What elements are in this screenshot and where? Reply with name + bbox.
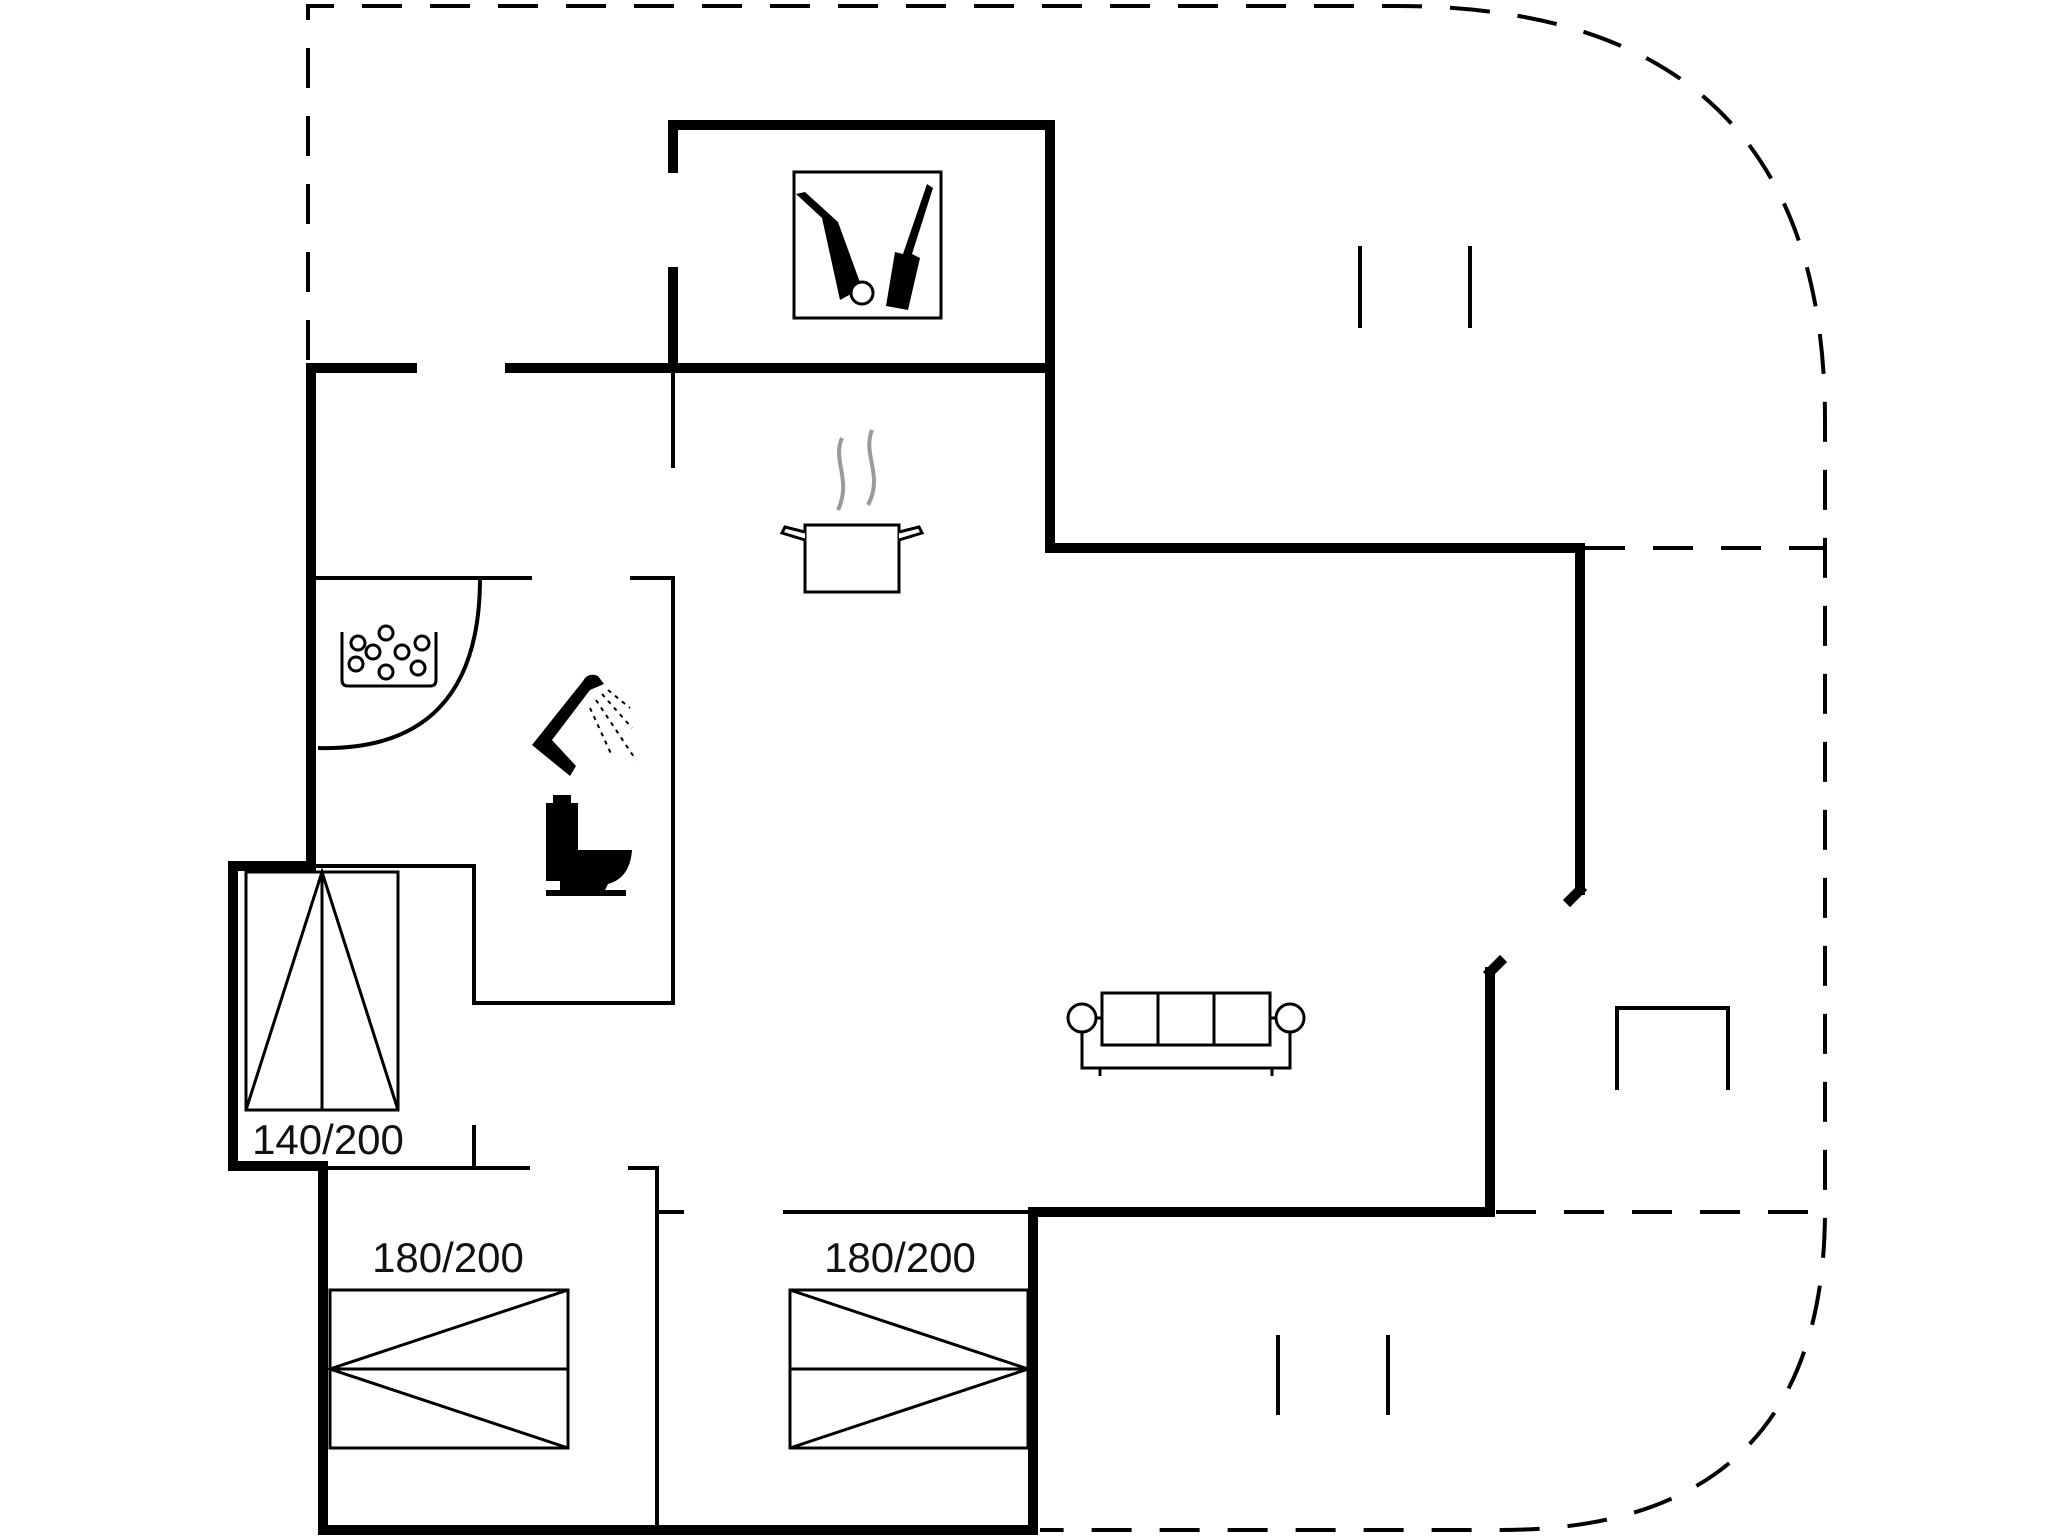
bed-180-200-left: 180/200 bbox=[325, 1234, 570, 1450]
shower-icon bbox=[532, 674, 637, 776]
terrace-marks bbox=[1276, 246, 1730, 1415]
bed-140-200: 140/200 bbox=[244, 867, 404, 1163]
sauna-stones-icon bbox=[317, 577, 482, 751]
terrace-post-pair-upper bbox=[1358, 246, 1472, 328]
interior-walls bbox=[311, 368, 1033, 1530]
terrace-outline bbox=[306, 4, 1827, 1532]
toilet-icon bbox=[546, 795, 632, 896]
utility-tools-icon bbox=[792, 170, 943, 320]
walls bbox=[228, 120, 1588, 1535]
terrace-post-pair-lower bbox=[1276, 1335, 1390, 1415]
bed-180-200-right: 180/200 bbox=[788, 1234, 1033, 1450]
terrace-table bbox=[1615, 1006, 1730, 1090]
bed-size-label: 180/200 bbox=[372, 1234, 524, 1281]
cooking-pot-icon bbox=[779, 429, 925, 594]
bed-size-label: 140/200 bbox=[252, 1116, 404, 1163]
bed-size-label: 180/200 bbox=[824, 1234, 976, 1281]
sofa-icon bbox=[1066, 991, 1306, 1076]
